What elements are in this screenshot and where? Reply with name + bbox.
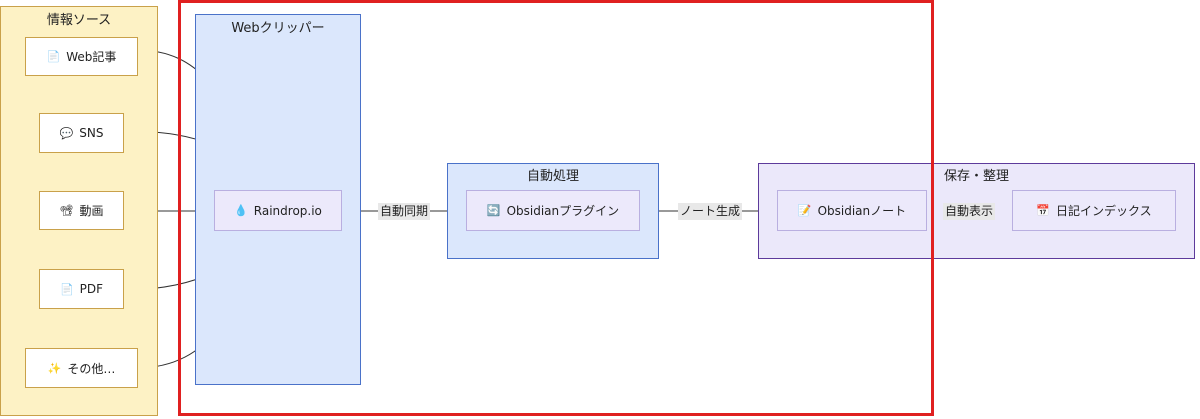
node-obsidian-note[interactable]: 📝 Obsidianノート	[777, 190, 927, 231]
sparkles-icon: ✨	[47, 361, 62, 375]
document-icon: 📄	[59, 282, 74, 296]
droplet-icon: 💧	[234, 204, 248, 217]
video-icon: 📽	[59, 204, 74, 217]
node-pdf-label: PDF	[79, 282, 104, 296]
edge-label-sync: 自動同期	[378, 203, 431, 220]
page-icon: 📄	[46, 50, 61, 63]
node-other-label: その他…	[67, 361, 116, 376]
node-raindrop[interactable]: 💧 Raindrop.io	[214, 190, 342, 231]
node-obsidian-note-label: Obsidianノート	[817, 204, 907, 218]
group-auto-processing-title: 自動処理	[526, 169, 579, 184]
node-sns-label: SNS	[79, 126, 104, 140]
speech-bubble-icon: 💬	[59, 126, 74, 140]
edge-label-display: 自動表示	[943, 203, 996, 220]
node-obsidian-plugin[interactable]: 🔄 Obsidianプラグイン	[466, 190, 640, 231]
group-sources: 情報ソース 📄 Web記事 💬 SNS 📽 動画 📄 PDF ✨ その他…	[0, 6, 158, 416]
node-raindrop-label: Raindrop.io	[253, 203, 322, 218]
node-video[interactable]: 📽 動画	[39, 191, 124, 230]
calendar-icon: 📅	[1036, 204, 1051, 217]
group-storage-title: 保存・整理	[943, 169, 1009, 184]
node-video-label: 動画	[79, 204, 104, 218]
node-sns[interactable]: 💬 SNS	[39, 113, 124, 153]
node-web-article[interactable]: 📄 Web記事	[25, 37, 138, 76]
node-diary-index-label: 日記インデックス	[1056, 204, 1152, 218]
node-obsidian-plugin-label: Obsidianプラグイン	[506, 204, 620, 218]
group-sources-title: 情報ソース	[46, 13, 112, 28]
group-web-clipper-title: Webクリッパー	[231, 21, 325, 36]
node-diary-index[interactable]: 📅 日記インデックス	[1012, 190, 1176, 231]
edge-label-generate: ノート生成	[678, 203, 743, 220]
node-web-article-label: Web記事	[66, 50, 117, 64]
node-pdf[interactable]: 📄 PDF	[39, 269, 124, 309]
sync-icon: 🔄	[486, 204, 501, 217]
node-other[interactable]: ✨ その他…	[25, 348, 138, 388]
highlight-box	[178, 0, 934, 416]
memo-icon: 📝	[797, 204, 812, 217]
